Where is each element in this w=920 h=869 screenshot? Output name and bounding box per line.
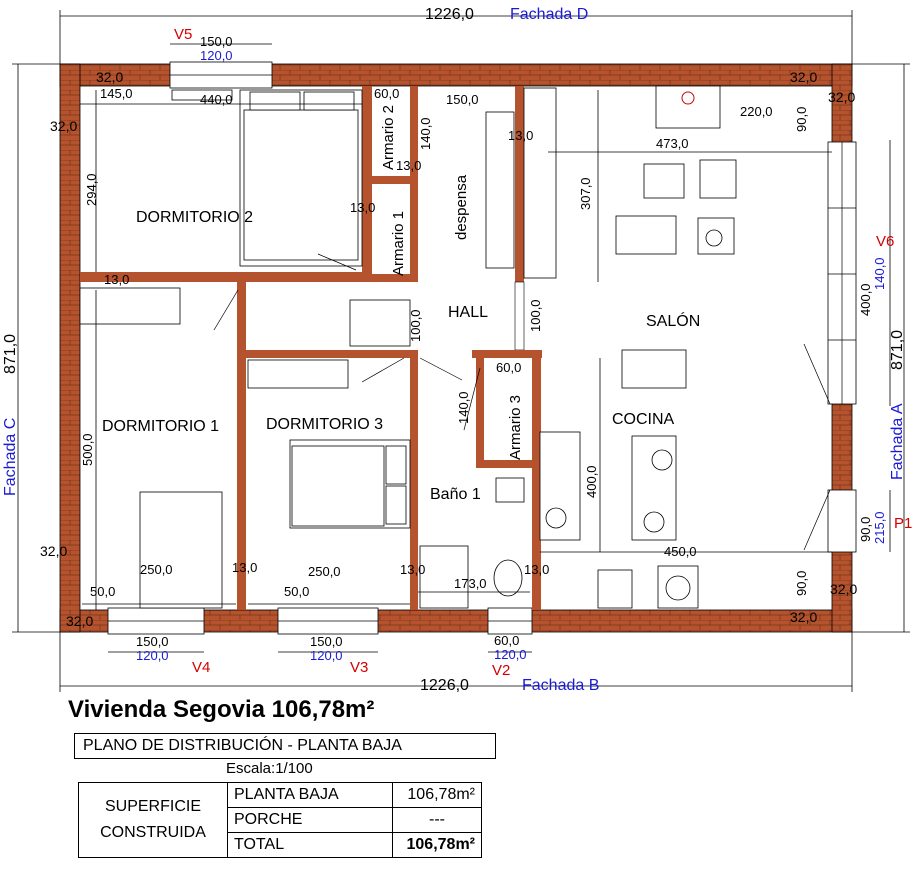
door-p1-width: 90,0 (858, 517, 873, 542)
dim-250a: 250,0 (140, 562, 173, 577)
dim-473: 473,0 (656, 136, 689, 151)
window-v5-opening: 120,0 (200, 48, 233, 63)
window-v6-width: 400,0 (858, 283, 873, 316)
dim-400: 400,0 (584, 465, 599, 498)
area-row-value: 106,78m² (392, 832, 482, 858)
overall-height-right: 871,0 (889, 330, 906, 370)
dim-wall-right-bottom: 32,0 (830, 581, 857, 597)
overall-width-top: 1226,0 (425, 6, 474, 23)
window-v6-opening: 140,0 (872, 257, 887, 290)
dim-220: 220,0 (740, 104, 773, 119)
dim-wall-bottom-right: 32,0 (790, 609, 817, 625)
window-v5-label: V5 (174, 26, 192, 43)
window-v3-width: 150,0 (310, 634, 343, 649)
furniture (79, 85, 737, 609)
window-v6-label: V6 (876, 233, 894, 250)
dim-294: 294,0 (84, 173, 99, 206)
room-despensa: despensa (453, 174, 470, 240)
window-v4-opening: 120,0 (136, 648, 169, 663)
plan-title: Vivienda Segovia 106,78m² (68, 696, 375, 723)
room-dormitorio-3: DORMITORIO 3 (266, 416, 383, 433)
area-row-label: TOTAL (227, 832, 393, 858)
dim-450: 450,0 (664, 544, 697, 559)
dim-13e: 13,0 (232, 560, 257, 575)
dim-250b: 250,0 (308, 564, 341, 579)
overall-width-bottom: 1226,0 (420, 677, 469, 694)
doors (213, 253, 831, 551)
window-v4-label: V4 (192, 659, 210, 676)
door-p1-label: P1 (894, 515, 912, 532)
dim-50b: 50,0 (284, 584, 309, 599)
overall-dimension-lines (12, 10, 910, 692)
room-dormitorio-1: DORMITORIO 1 (102, 418, 219, 435)
window-v3-label: V3 (350, 659, 368, 676)
facade-left-label: Fachada C (2, 418, 19, 496)
room-bano-1: Baño 1 (430, 486, 481, 503)
room-armario-2: Armario 2 (380, 105, 397, 170)
facade-right-label: Fachada A (889, 403, 906, 480)
area-row-label: PLANTA BAJA (227, 782, 393, 808)
dim-50a: 50,0 (90, 584, 115, 599)
room-cocina: COCINA (612, 411, 675, 428)
dim-13a: 13,0 (396, 158, 421, 173)
area-row-value: --- (392, 807, 482, 833)
dim-wall-left-bottom: 32,0 (40, 543, 67, 559)
area-table-heading: SUPERFICIE CONSTRUIDA (78, 782, 228, 858)
plan-subtitle: PLANO DE DISTRIBUCIÓN - PLANTA BAJA (74, 733, 496, 759)
dim-13f: 13,0 (400, 562, 425, 577)
dim-wall-top-left: 32,0 (96, 69, 123, 85)
dim-440: 440,0 (200, 92, 233, 107)
dim-140b: 140,0 (456, 391, 471, 424)
dim-13d: 13,0 (104, 272, 129, 287)
dim-wall-bottom-left: 32,0 (66, 613, 93, 629)
dim-307: 307,0 (578, 177, 593, 210)
room-dormitorio-2: DORMITORIO 2 (136, 209, 253, 226)
window-v2-label: V2 (492, 662, 510, 679)
window-openings (107, 61, 857, 635)
dim-60b: 60,0 (496, 360, 521, 375)
window-v2-width: 60,0 (494, 633, 519, 648)
area-row-value: 106,78m² (392, 782, 482, 808)
dim-wall-top-right: 32,0 (790, 69, 817, 85)
area-heading-line1: SUPERFICIE (104, 798, 201, 815)
room-armario-3: Armario 3 (507, 395, 524, 460)
dim-13b: 13,0 (350, 200, 375, 215)
dim-173: 173,0 (454, 576, 487, 591)
overall-height-left: 871,0 (2, 334, 19, 374)
dim-13g: 13,0 (524, 562, 549, 577)
dim-140a: 140,0 (418, 117, 433, 150)
dim-145: 145,0 (100, 86, 133, 101)
dim-500: 500,0 (80, 433, 95, 466)
dim-13c: 13,0 (508, 128, 533, 143)
door-p1-opening: 215,0 (872, 511, 887, 544)
facade-top-label: Fachada D (510, 6, 588, 23)
dim-90a: 90,0 (794, 107, 809, 132)
window-v5-width: 150,0 (200, 34, 233, 49)
dim-wall-right-top: 32,0 (828, 89, 855, 105)
window-v2-opening: 120,0 (494, 647, 527, 662)
plan-scale: Escala:1/100 (226, 760, 313, 777)
area-row-label: PORCHE (227, 807, 393, 833)
dim-90b: 90,0 (794, 571, 809, 596)
dim-wall-left-top: 32,0 (50, 118, 77, 134)
dim-100b: 100,0 (528, 299, 543, 332)
dim-60a: 60,0 (374, 86, 399, 101)
room-salon: SALÓN (646, 311, 700, 330)
room-hall: HALL (448, 304, 488, 321)
area-table: SUPERFICIE CONSTRUIDA PLANTA BAJA 106,78… (78, 782, 482, 858)
window-v4-width: 150,0 (136, 634, 169, 649)
interior-walls (80, 86, 542, 610)
area-heading-line2: CONSTRUIDA (100, 824, 206, 841)
facade-bottom-label: Fachada B (522, 677, 599, 694)
floor-plan: 1226,0 Fachada D 1226,0 Fachada B 871,0 … (2, 6, 912, 694)
room-armario-1: Armario 1 (390, 211, 407, 276)
dim-100a: 100,0 (408, 309, 423, 342)
dim-150: 150,0 (446, 92, 479, 107)
window-v3-opening: 120,0 (310, 648, 343, 663)
